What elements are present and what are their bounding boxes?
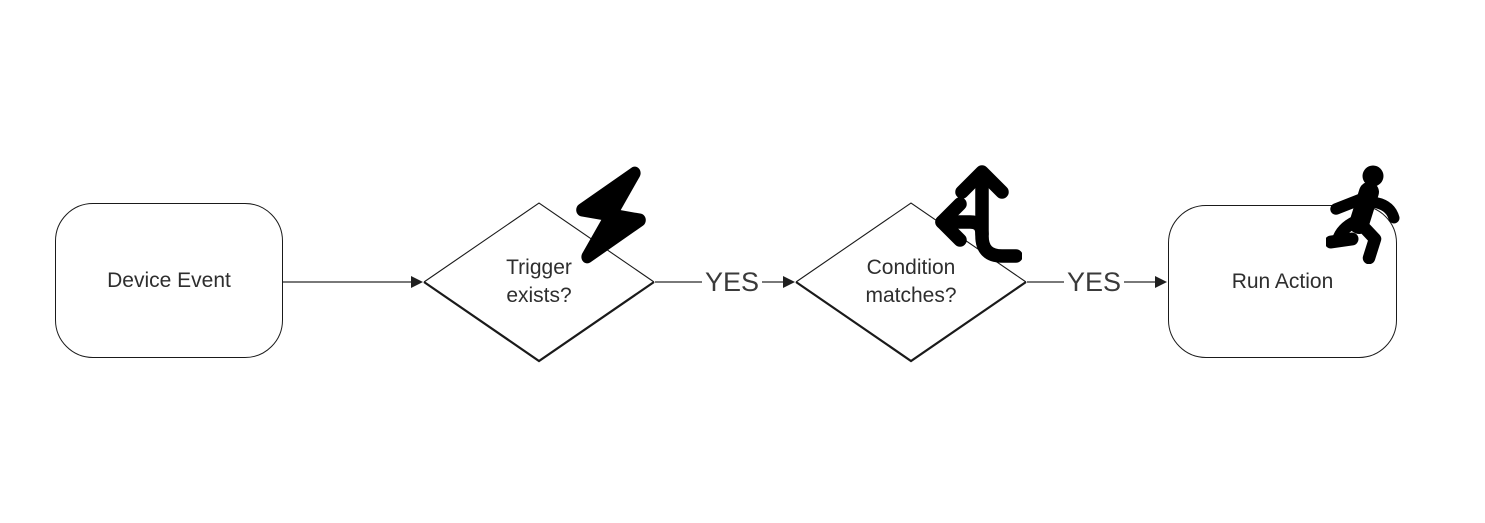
edge-device-event-to-trigger [283,276,423,288]
person-running-icon [1326,165,1400,264]
node-label: Condition matches? [865,256,957,307]
arrowhead-icon [783,276,795,288]
edge-label-yes-1: YES [704,267,760,297]
node-device-event[interactable]: Device Event [55,203,283,358]
node-label: Run Action [1231,269,1334,293]
node-label: Device Event [107,268,231,292]
lightning-bolt-icon [576,166,646,264]
edge-trigger-to-condition [655,276,795,288]
edge-condition-to-run-action [1027,276,1167,288]
directions-split-icon [935,165,1022,263]
arrowhead-icon [411,276,423,288]
node-label: Trigger exists? [506,256,572,307]
arrowhead-icon [1155,276,1167,288]
edge-label-yes-2: YES [1066,267,1122,297]
